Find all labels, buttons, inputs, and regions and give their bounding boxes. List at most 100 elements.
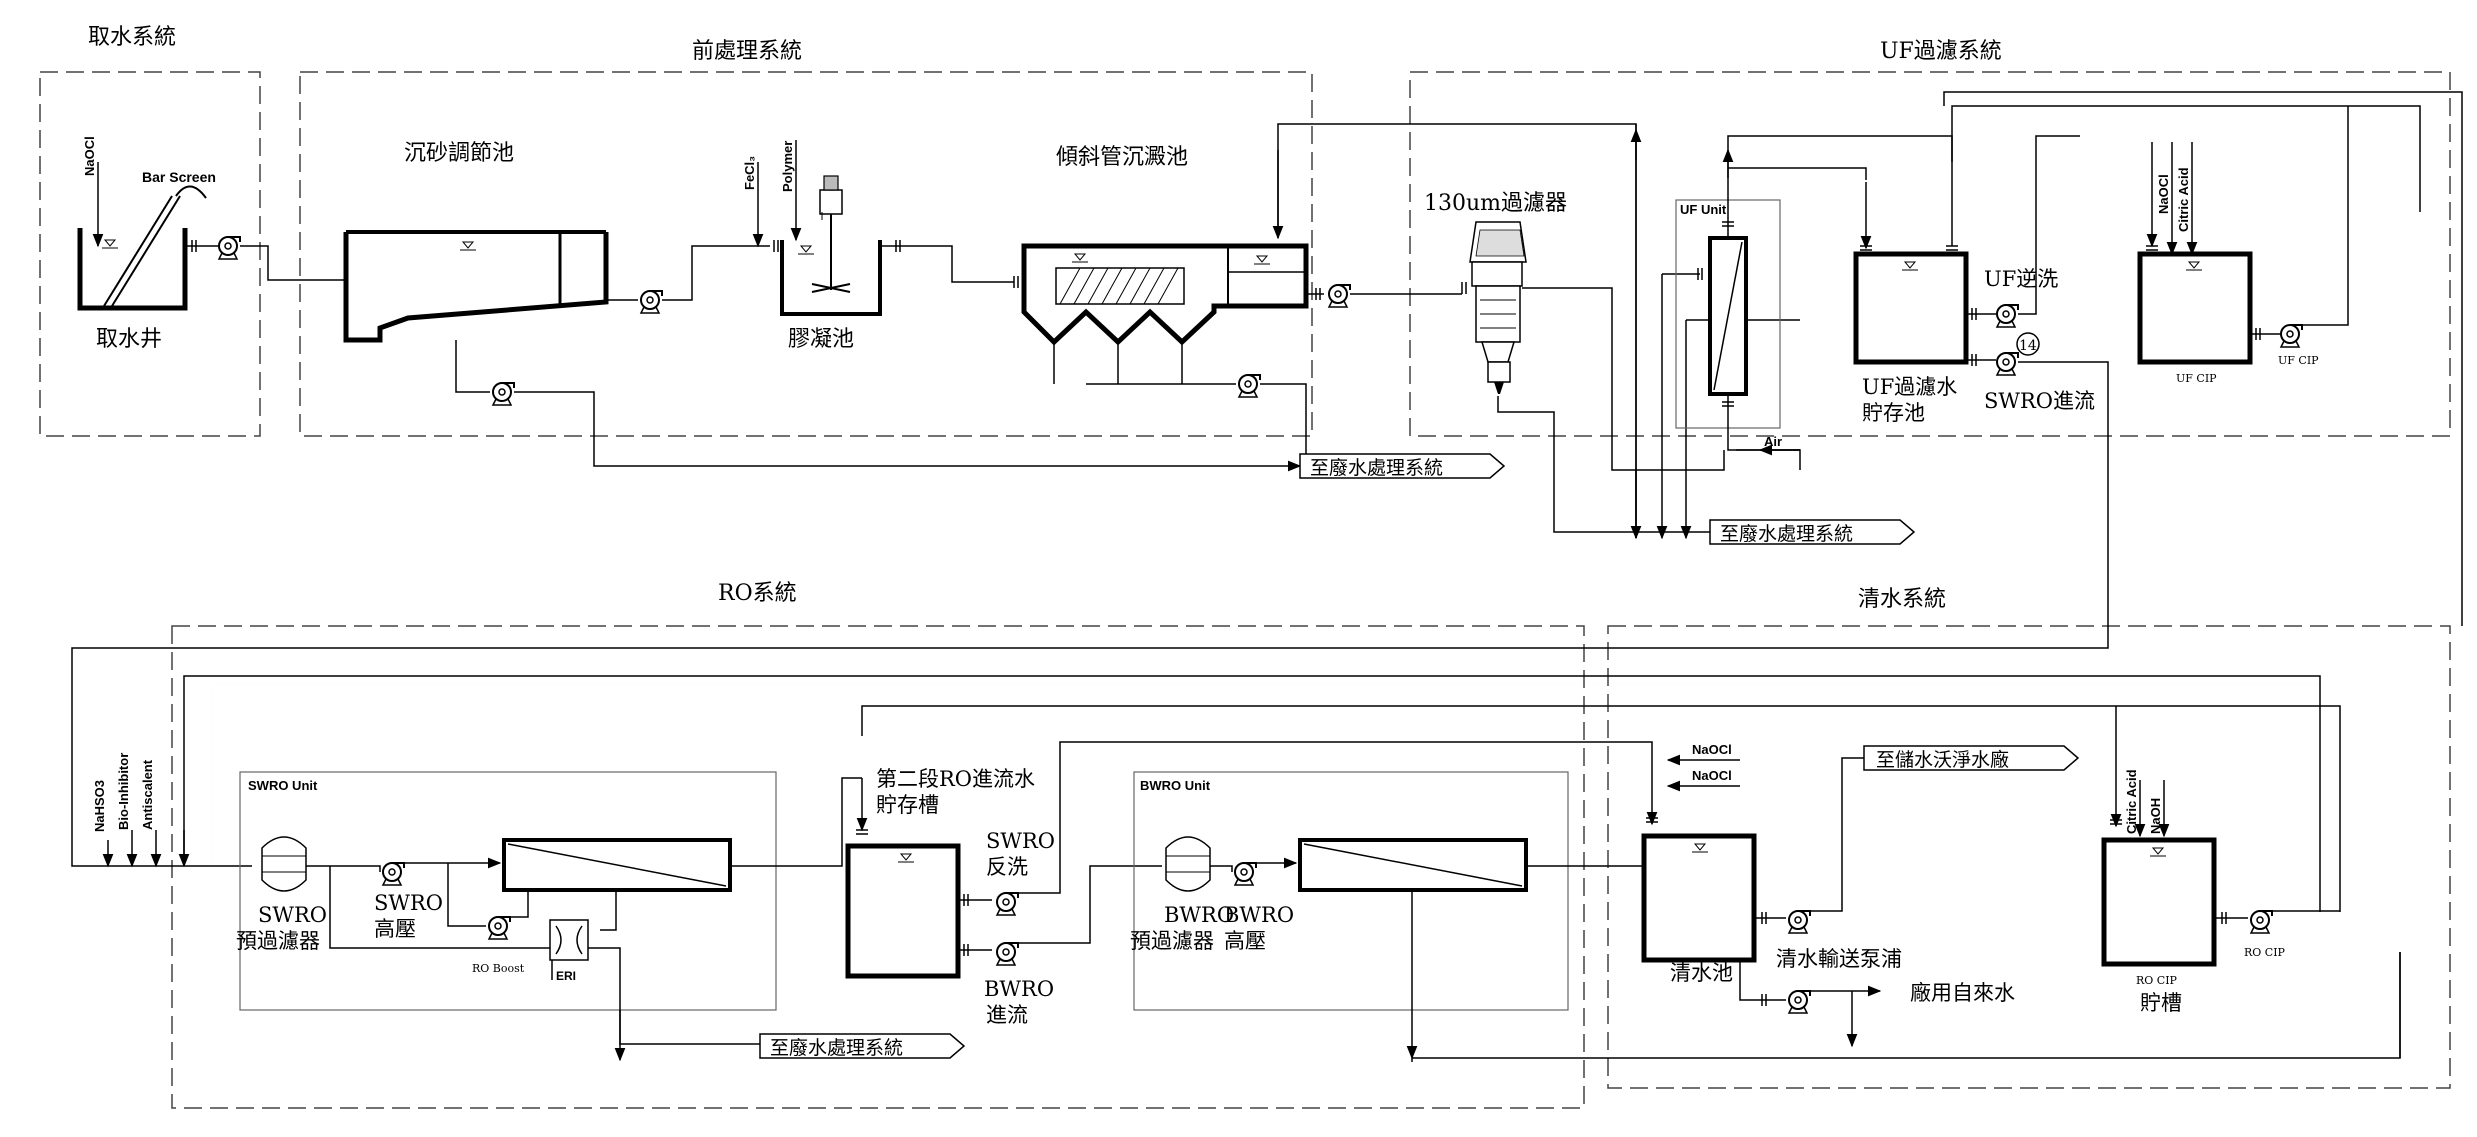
air-label: Air [1764,434,1782,449]
grit-sludge-pump [492,382,515,406]
uf-unit [1675,199,1781,429]
settler-outlet-pump [1328,284,1351,308]
to-storage-tag: 至儲水沃淨水廠 [1863,745,2080,771]
uf-unit-label: UF Unit [1680,202,1727,217]
inclined-settler [1021,243,1309,385]
bwro-prefilter-label-1: BWRO [1164,903,1234,927]
uf-cip-pump-label: UF CIP [2278,354,2319,367]
uf-storage-label-2: 貯存池 [1862,401,1925,425]
svg-text:至廢水處理系統: 至廢水處理系統 [1720,523,1853,545]
coagulation-tank [780,175,882,316]
ro-cip-tank-label: RO CIP [2136,974,2178,987]
plant-water-label: 廠用自來水 [1910,981,2015,1005]
uf-cip-tank-label: UF CIP [2176,372,2217,385]
bwro-hp-pump [1234,862,1257,886]
coagulation-tank-label: 膠凝池 [788,327,854,352]
uf-cip-naocl-label: NaOCl [2156,174,2171,214]
ro-cip-naoh-label: NaOH [2148,798,2163,834]
ro-boost-pump [488,916,511,940]
swro-feed-pump [1996,352,2019,376]
swro-backwash-label-1: SWRO [986,829,1055,853]
ro-cip-citric-label: Citric Acid [2124,769,2139,834]
swro-membrane [502,838,732,892]
uf-cip-pump [2280,324,2303,348]
bwro-feed-label-2: 進流 [986,1003,1028,1027]
bwro-unit [1133,771,1569,1011]
swro-feed-label: SWRO進流 [1984,389,2095,413]
bwro-feed-pump [996,942,1019,966]
swro-unit-label: SWRO Unit [248,778,318,793]
clean-naocl-1: NaOCl [1692,742,1732,757]
polymer-label: Polymer [780,141,795,192]
svg-text:至廢水處理系統: 至廢水處理系統 [770,1037,903,1059]
grit-tank [343,230,609,343]
waste-tag-2: 至廢水處理系統 [1709,519,1916,545]
section-title-clean-water: 清水系統 [1858,587,1946,612]
nahso3-label: NaHSO3 [92,780,107,832]
uf-backwash-pump [1996,304,2019,328]
bwro-membrane [1298,838,1528,892]
bwro-feed-label-1: BWRO [984,977,1054,1001]
grit-tank-label: 沉砂調節池 [404,141,514,166]
section-title-ro: RO系統 [718,581,797,606]
swro-prefilter-label-1: SWRO [258,903,327,927]
waste-tag-1: 至廢水處理系統 [1299,453,1506,479]
stage2-storage-tank [845,843,961,979]
swro-hp-label-1: SWRO [374,891,443,915]
uf-backwash-label: UF逆洗 [1984,267,2058,291]
clear-water-tank [1641,833,1757,963]
section-title-pretreatment: 前處理系統 [692,39,802,64]
section-title-uf: UF過濾系統 [1880,39,2002,64]
bwro-hp-label-1: BWRO [1224,903,1294,927]
section-title-intake: 取水系統 [88,25,176,50]
antiscalent-label: Antiscalent [140,759,155,830]
svg-text:至儲水沃淨水廠: 至儲水沃淨水廠 [1876,748,2009,771]
bwro-unit-label: BWRO Unit [1140,778,1211,793]
pretreatment-boundary [299,71,1313,437]
transfer-pump-label: 清水輸送泵浦 [1776,947,1902,971]
intake-boundary [39,71,261,437]
uf-storage-tank [1853,245,1969,365]
swro-prefilter-label-2: 預過濾器 [236,929,320,953]
uf-boundary [1409,71,2451,437]
bwro-prefilter-label-2: 預過濾器 [1130,929,1214,953]
clean-water-boundary [1607,625,2451,1089]
clean-naocl-2: NaOCl [1692,768,1732,783]
stage2-tank-label-1: 第二段RO進流水 [876,767,1035,791]
bwro-prefilter [1165,836,1211,892]
plant-water-pump [1788,990,1811,1014]
eri-device [549,919,589,961]
uf-cip-tank [2137,245,2253,365]
tag-14-text: 14 [2019,338,2037,354]
svg-text:至廢水處理系統: 至廢水處理系統 [1310,457,1443,479]
bio-inhibitor-label: Bio-Inhibitor [116,753,131,830]
ro-cip-tank-name: 貯槽 [2140,991,2182,1015]
intake-pump [218,236,241,260]
ro-cip-pump-label: RO CIP [2244,946,2286,959]
uf-cip-citric-label: Citric Acid [2176,167,2191,232]
swro-backwash-label-2: 反洗 [986,855,1028,879]
bwro-hp-label-2: 高壓 [1224,929,1266,953]
ro-cip-pump [2250,910,2273,934]
ro-boost-label: RO Boost [472,962,525,975]
swro-unit [239,771,777,1011]
fecl3-label: FeCl₃ [742,156,757,190]
waste-tag-3: 至廢水處理系統 [759,1033,966,1059]
swro-backwash-pump [996,892,1019,916]
bar-screen-label: Bar Screen [142,169,216,185]
strainer-130um [1469,221,1527,394]
settler-sludge-pump [1238,374,1261,398]
system-boundaries [39,71,2451,1109]
tag-14-badge [2016,332,2040,356]
strainer-label: 130um過濾器 [1424,191,1567,216]
naocl-label-intake: NaOCl [82,136,97,176]
clear-water-transfer-pump [1788,910,1811,934]
ro-cip-tank [2101,837,2217,967]
intake-well [77,162,207,311]
intake-well-label: 取水井 [96,327,162,352]
swro-hp-label-2: 高壓 [374,917,416,941]
uf-storage-label-1: UF過濾水 [1862,375,1957,399]
grit-transfer-pump [640,290,663,314]
settler-label: 傾斜管沉澱池 [1056,145,1188,170]
